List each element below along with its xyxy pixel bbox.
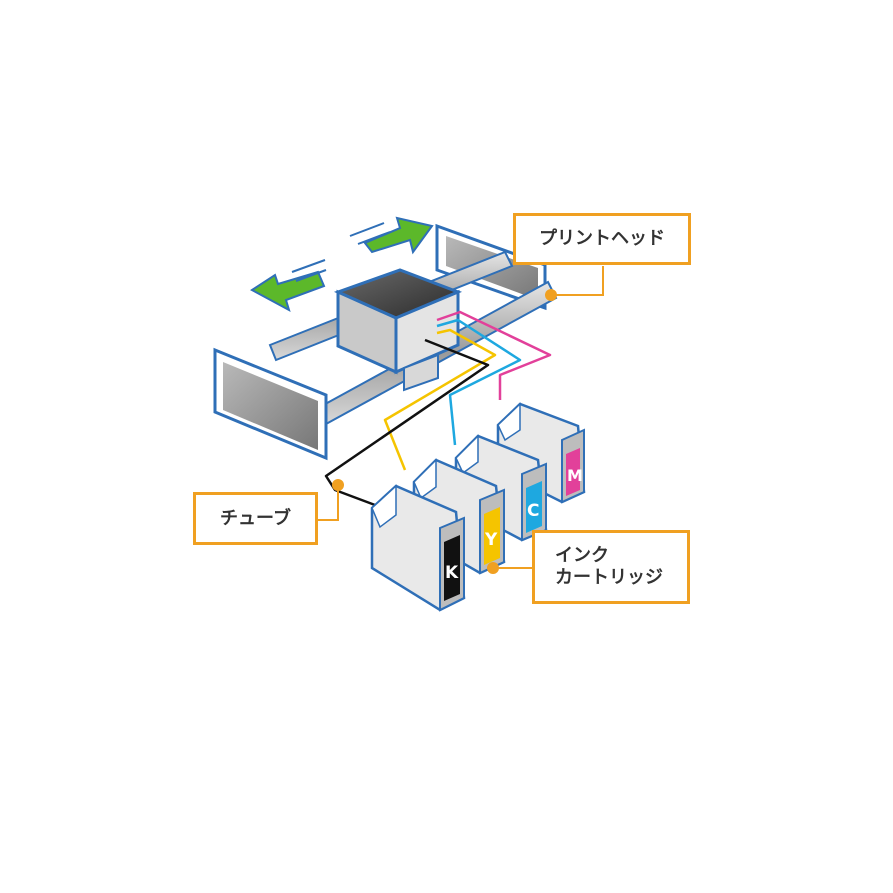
yellow-tube xyxy=(383,328,497,471)
cartridge-cyan-letter: C xyxy=(527,501,539,521)
cyan-tube xyxy=(436,318,522,446)
cartridge-black: K xyxy=(370,484,466,612)
move-right-arrow-icon xyxy=(349,216,434,255)
ink-cartridge-label-line2: カートリッジ xyxy=(555,567,663,588)
ink-cartridge-label-line1: インク xyxy=(555,545,609,566)
cartridge-magenta-letter: M xyxy=(567,466,583,485)
cartridge-black-letter: K xyxy=(445,563,459,583)
front-end-plate xyxy=(213,347,328,461)
print-head xyxy=(333,268,463,392)
ink-tubes xyxy=(324,310,552,507)
magenta-tube xyxy=(436,310,552,400)
ink-cartridge-label: インク カートリッジ xyxy=(532,530,690,604)
tube-label-text: チューブ xyxy=(220,507,291,529)
cartridge-yellow-letter: Y xyxy=(484,530,498,550)
leader-lines xyxy=(318,266,604,569)
tube-label: チューブ xyxy=(193,492,318,545)
print-head-label: プリントヘッド xyxy=(513,213,691,265)
black-tube xyxy=(324,338,490,507)
leader-dots xyxy=(332,289,557,574)
print-head-label-text: プリントヘッド xyxy=(539,228,665,249)
move-left-arrow-icon xyxy=(250,259,327,313)
